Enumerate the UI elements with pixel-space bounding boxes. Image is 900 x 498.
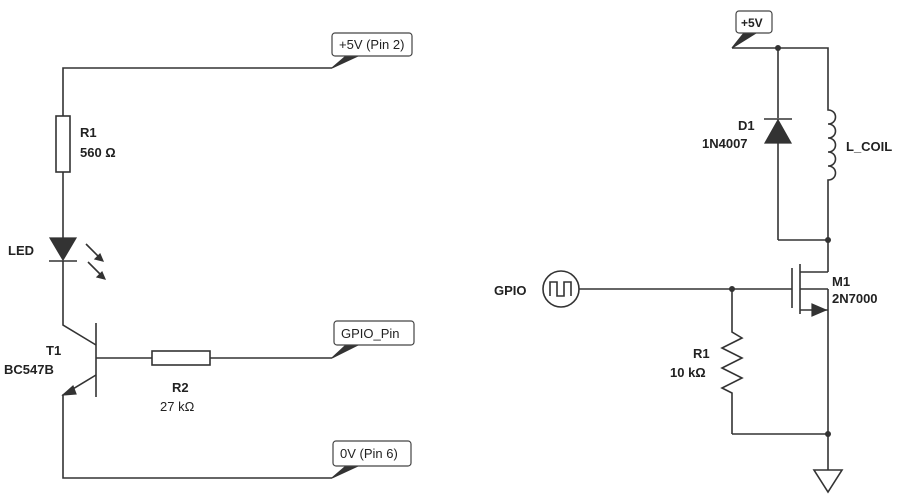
port-vcc[interactable]: +5V (Pin 2)	[331, 32, 413, 69]
port-gnd-label: 0V (Pin 6)	[340, 446, 398, 461]
wire-top-rail	[732, 47, 829, 100]
supply-port[interactable]: +5V	[731, 10, 773, 49]
r1-value-label: 560 Ω	[80, 145, 116, 160]
square-wave-icon	[549, 281, 572, 297]
m1-part-label: 2N7000	[832, 291, 878, 306]
ground-icon	[812, 469, 844, 494]
resistor-r1-right	[720, 289, 744, 434]
led-diode	[48, 237, 78, 262]
d1-part-label: 1N4007	[702, 136, 748, 151]
led-label: LED	[8, 243, 34, 258]
transistor-t1-emitter-arrow	[61, 384, 77, 396]
r2-name-label: R2	[172, 380, 189, 395]
port-vcc-label: +5V (Pin 2)	[339, 37, 404, 52]
d1-name-label: D1	[738, 118, 755, 133]
diode-d1	[763, 118, 793, 144]
r1-name-label: R1	[80, 125, 97, 140]
mosfet-m1	[791, 240, 829, 434]
m1-name-label: M1	[832, 274, 850, 289]
coil-label: L_COIL	[846, 139, 892, 154]
supply-label: +5V	[741, 16, 763, 30]
resistor-r1	[55, 115, 71, 173]
right-circuit: +5V D1 1N4007 L_COIL M	[494, 10, 892, 494]
r1-right-value-label: 10 kΩ	[670, 365, 706, 380]
r1-right-name-label: R1	[693, 346, 710, 361]
wire-led-collector	[62, 261, 97, 346]
gpio-pulse-source[interactable]	[542, 270, 580, 308]
r2-value-label: 27 kΩ	[160, 399, 195, 414]
t1-part-label: BC547B	[4, 362, 54, 377]
inductor-coil	[827, 100, 837, 240]
port-gnd[interactable]: 0V (Pin 6)	[331, 440, 412, 479]
led-light-arrows-icon	[85, 243, 107, 280]
resistor-r2	[151, 350, 211, 366]
port-gpio-label: GPIO_Pin	[341, 326, 400, 341]
port-gpio[interactable]: GPIO_Pin	[331, 320, 415, 359]
wire-emitter-gnd	[62, 374, 332, 479]
left-circuit: R1 560 Ω LED T1 BC547B R2 27 kΩ	[4, 32, 415, 479]
t1-name-label: T1	[46, 343, 61, 358]
gpio-source-label: GPIO	[494, 283, 527, 298]
wire-vcc	[62, 67, 332, 116]
